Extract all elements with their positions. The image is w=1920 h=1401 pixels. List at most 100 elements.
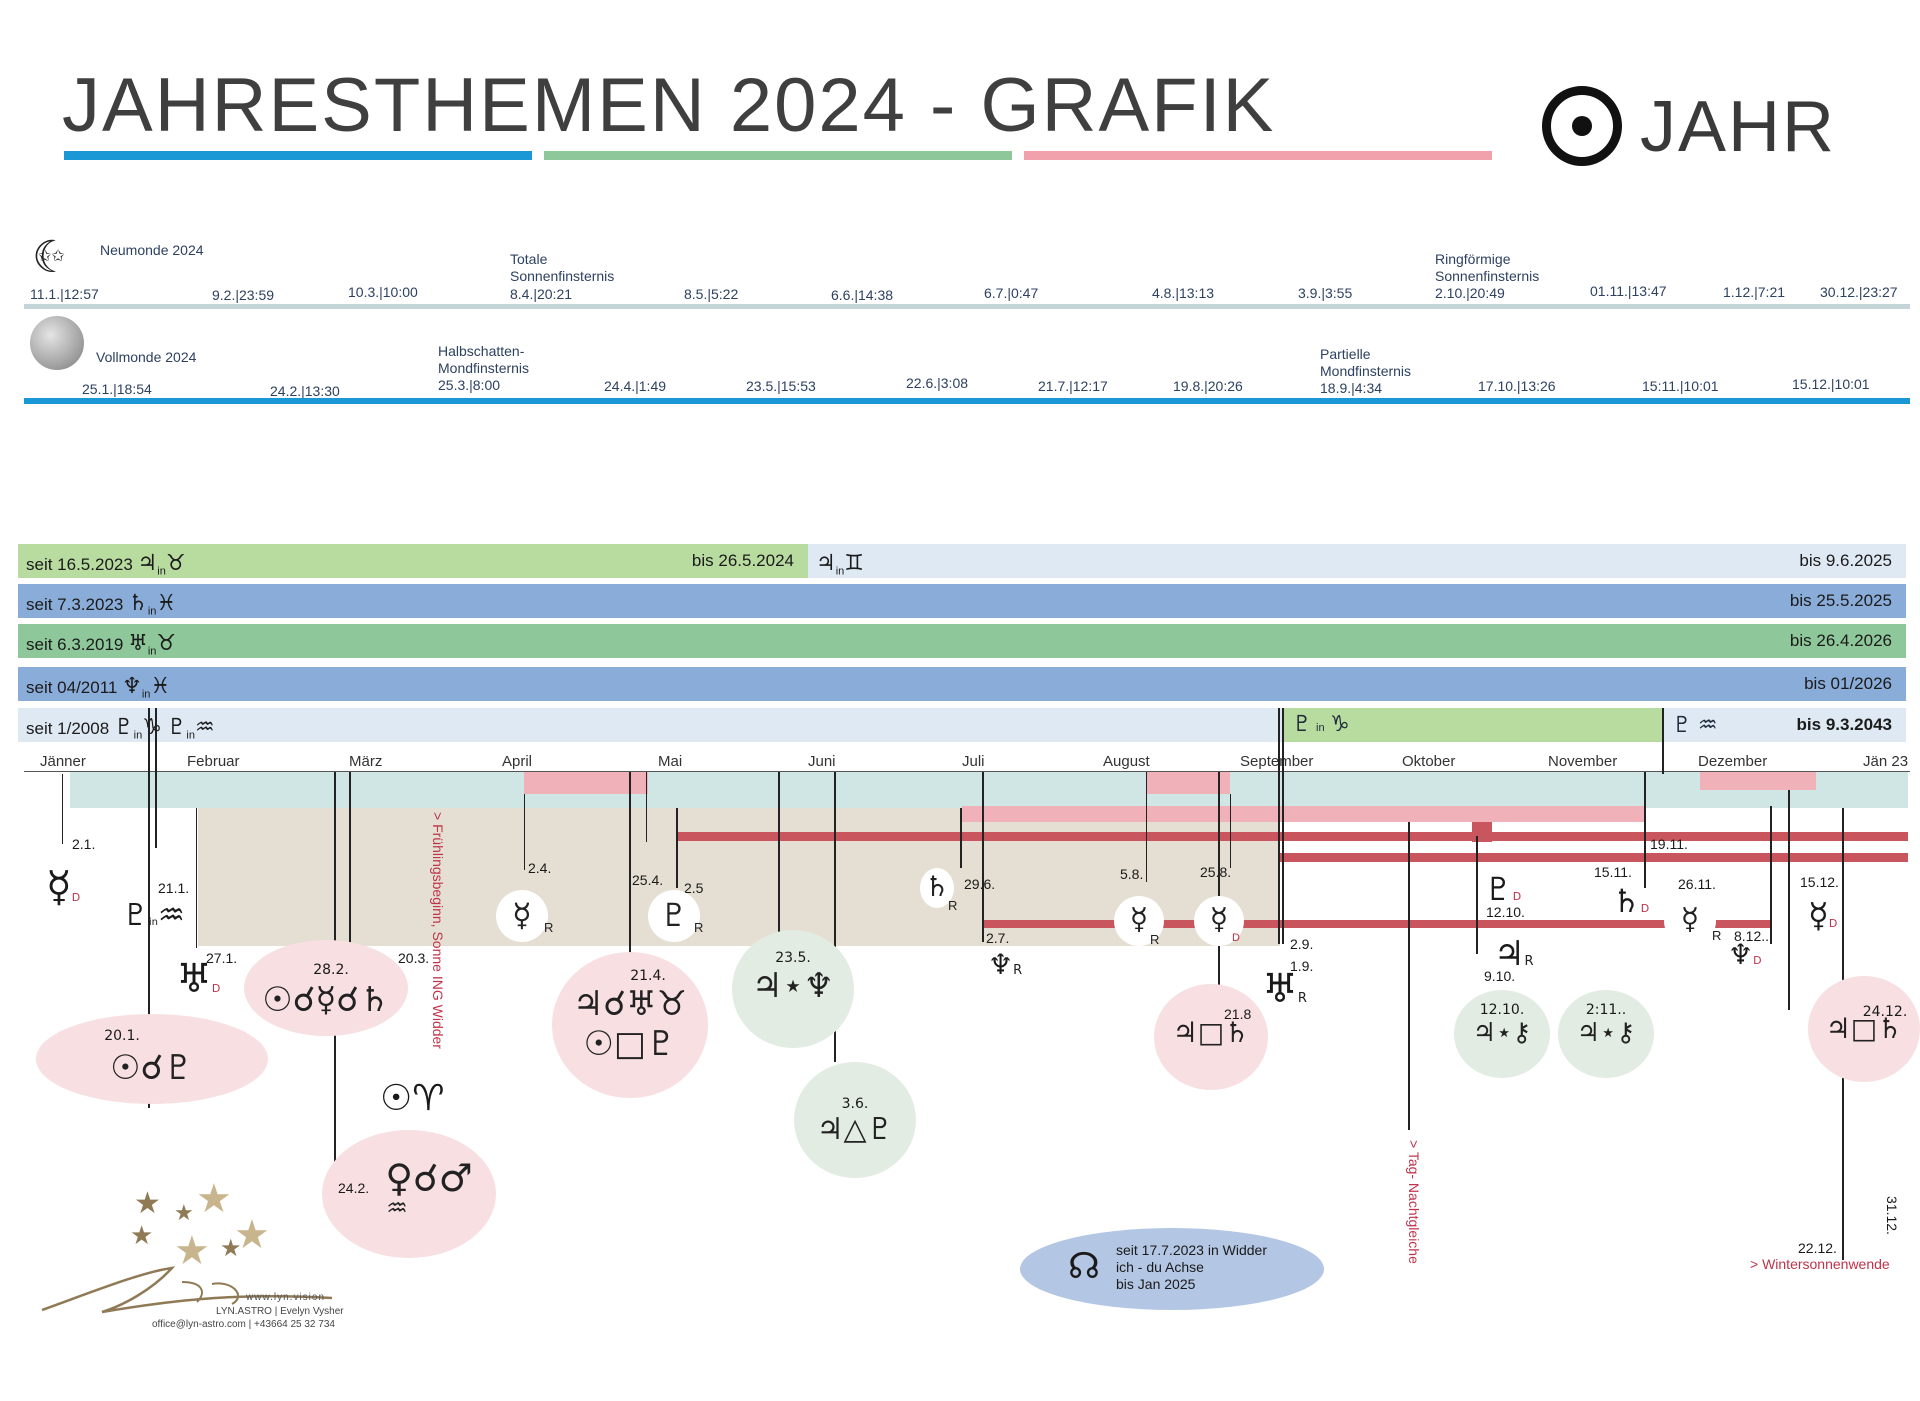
timeline-marker [1230, 794, 1231, 868]
timeline-marker [1770, 806, 1772, 944]
neumond-date: 1.12.|7:21 [1723, 284, 1786, 300]
month-label: November [1548, 753, 1618, 770]
pisces-icon: ♓ [156, 591, 177, 616]
event-date: 27.1. [206, 950, 238, 966]
aspect-jupiter-trine-pluto: 3.6. ♃△♇ [794, 1062, 916, 1178]
title-underline-blue [64, 151, 532, 160]
title-underline-pink [1024, 151, 1492, 160]
month-label: März [349, 753, 383, 770]
neumond-date: 6.7.|0:47 [984, 285, 1039, 301]
vollmond-date: 15.12.|10:01 [1792, 376, 1870, 392]
event-date: 26.11. [1678, 876, 1716, 892]
month-axis [24, 771, 1910, 772]
pluto-aquarius-icon: ♇in♒ [122, 898, 185, 933]
month-label: Juni [808, 753, 836, 770]
timeline-marker [834, 772, 836, 1062]
timeline-marker [629, 772, 631, 962]
neumond-date: 2.10.|20:49 [1435, 285, 1505, 301]
saturn-band: seit 7.3.2023 ♄in♓ bis 25.5.2025 [18, 584, 1906, 618]
month-label: August [1103, 753, 1150, 770]
timeline-marker [62, 774, 63, 844]
saturn-retro-icon: ♄ [920, 868, 954, 908]
aquarius-icon: ♒ [1697, 713, 1718, 738]
neumond-date: 30.12.|23:27 [1820, 284, 1898, 300]
event-date: 31.12. [1884, 1196, 1900, 1235]
jupiter-retro-icon: ♃R [1494, 934, 1534, 974]
vollmond-date: 18.9.|4:34 [1320, 380, 1383, 396]
vollmond-date: 24.4.|1:49 [604, 378, 667, 394]
vollmond-date: 24.2.|13:30 [270, 383, 340, 399]
aspect-jupiter-sextile-chiron: 12.10. ♃⋆⚷ [1454, 990, 1550, 1078]
winter-solstice-note: > Wintersonnenwende [1750, 1256, 1890, 1272]
neumonde-label: Neumonde 2024 [100, 242, 204, 258]
vollmond-date: 19.8.|20:26 [1173, 378, 1243, 394]
timeline-marker [524, 794, 525, 870]
vollmond-date: 22.6.|3:08 [906, 375, 969, 391]
neumond-date: 11.1.|12:57 [30, 286, 99, 302]
timeline-marker [1282, 708, 1284, 944]
neumond-date: 01.11.|13:47 [1590, 283, 1667, 299]
jupiter-icon: ♃ [137, 551, 158, 576]
month-label: Februar [187, 753, 240, 770]
aspect-jupiter-conj-uranus: 21.4. ♃☌♅♉ ☉□♇ [552, 952, 708, 1098]
taurus-icon: ♉ [165, 551, 186, 576]
logo-name: LYN.ASTRO | Evelyn Vysher [216, 1306, 344, 1317]
event-date: 5.8. [1120, 866, 1144, 882]
neumond-date: 6.6.|14:38 [831, 287, 894, 303]
neptune-band: seit 04/2011 ♆in♓ bis 01/2026 [18, 667, 1906, 701]
taurus-icon: ♉ [156, 631, 177, 656]
neptune-direct-icon: ♆D [1728, 938, 1762, 971]
uranus-direct-icon: ♅D [176, 956, 221, 1002]
full-moon-icon [30, 316, 84, 370]
event-date: 24.2. [338, 1180, 370, 1196]
vollmond-date: 25.3.|8:00 [438, 377, 501, 393]
timeline-marker [148, 708, 150, 1108]
month-label: Jän 23 [1863, 753, 1909, 770]
direct-mark: D [1232, 932, 1240, 944]
timeline-marker [676, 808, 678, 888]
capricorn-icon: ♑ [1330, 712, 1350, 737]
retro-mark: R [694, 920, 704, 935]
event-date: 12.10. [1486, 904, 1525, 920]
transit-line-red [982, 920, 1672, 928]
event-date: 2.1. [72, 836, 96, 852]
logo-signature [41, 1266, 333, 1314]
event-date: 29.6. [964, 876, 996, 892]
aspect-jupiter-sextile-chiron: 2:11.. ♃⋆⚷ [1558, 990, 1654, 1078]
event-date: 25.8. [1200, 864, 1232, 880]
month-label: April [502, 753, 533, 770]
event-date: 15.12. [1800, 874, 1839, 890]
event-date: 20.3. [398, 950, 430, 966]
neumond-date: 10.3.|10:00 [348, 284, 418, 300]
logo-website: www.lyn.vision [246, 1292, 326, 1303]
uranus-retro-icon: ♅R [1262, 966, 1307, 1012]
transit-line-red [678, 832, 1908, 841]
jupiter-icon: ♃ [816, 551, 836, 576]
transit-node-red [1472, 822, 1492, 842]
event-date: 15.11. [1594, 864, 1632, 880]
timeline-marker [1662, 708, 1664, 774]
aspect-venus-conj-mars: ♀☌♂ ♒ [322, 1130, 496, 1258]
neumond-date: 3.9.|3:55 [1298, 285, 1353, 301]
timeline-marker [1476, 836, 1478, 954]
month-label: Mai [658, 753, 683, 770]
timeline-marker [1146, 772, 1147, 882]
title-underline-green [544, 151, 1012, 160]
transit-line-red [1278, 853, 1908, 862]
pluto-capricorn-segment: ♇in♑ [1282, 708, 1662, 742]
event-date: 21.8 [1224, 1006, 1252, 1022]
aquarius-icon: ♒ [194, 715, 215, 740]
timeline-marker [1644, 772, 1646, 888]
neumond-date: 4.8.|13:13 [1152, 285, 1215, 301]
event-date: 2.5 [684, 880, 704, 896]
retro-mark: R [1150, 932, 1160, 947]
north-node-icon: ☊ [1068, 1246, 1100, 1287]
timeline-marker [349, 772, 351, 972]
event-date: 8.12.. [1734, 928, 1770, 944]
timeline-marker [1408, 822, 1410, 1130]
event-date: 2.7. [986, 930, 1010, 946]
north-node-box: ☊ seit 17.7.2023 in Widder ich - du Achs… [1020, 1228, 1324, 1310]
vollmond-date: 23.5.|15:53 [746, 378, 816, 394]
